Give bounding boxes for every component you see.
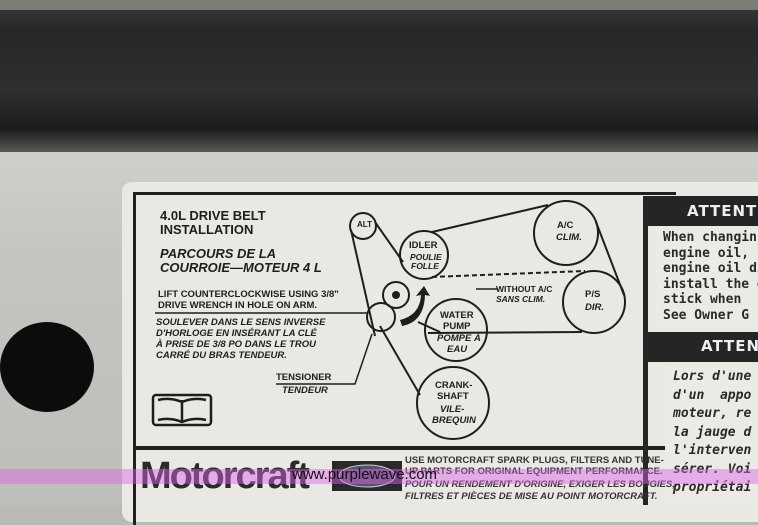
belt-diagram xyxy=(133,200,673,491)
open-book-icon xyxy=(151,393,213,427)
ps-label-fr: DIR. xyxy=(585,302,604,313)
ac-label-en: A/C xyxy=(557,220,574,231)
footer-divider xyxy=(133,446,673,450)
without-ac-fr: SANS CLIM. xyxy=(496,294,546,304)
tensioner-pulley xyxy=(366,302,396,332)
title-fr-2: COURROIE—MOTEUR 4 L xyxy=(160,260,322,275)
idler-label-fr-1: POULIE xyxy=(410,252,442,262)
belt-without-ac xyxy=(431,270,586,278)
attention-heading-en: ATTENT xyxy=(645,196,758,226)
footer-en-2: UP PARTS FOR ORIGINAL EQUIPMENT PERFORMA… xyxy=(405,466,663,477)
without-ac-en: WITHOUT A/C xyxy=(496,284,553,294)
ac-pulley xyxy=(533,200,599,266)
instr-en-2: DRIVE WRENCH IN HOLE ON ARM. xyxy=(158,300,318,311)
title-en-2: INSTALLATION xyxy=(160,222,254,237)
instr-fr-2: D'HORLOGE EN INSÉRANT LA CLÉ xyxy=(156,328,317,339)
panel-hole xyxy=(0,322,94,412)
ps-pulley xyxy=(562,270,626,334)
ps-label-en: P/S xyxy=(585,289,601,300)
alt-pulley xyxy=(349,212,377,240)
alt-label: ALT xyxy=(357,220,372,229)
wp-label-en-1: WATER xyxy=(440,310,474,321)
instr-fr-3: À PRISE DE 3/8 PO DANS LE TROU xyxy=(156,339,316,350)
title-en-1: 4.0L DRIVE BELT xyxy=(160,208,266,223)
water-pump-pulley xyxy=(424,298,488,362)
tensioner-arm xyxy=(382,281,410,309)
attention-body-en: When changin engine oil, r engine oil di… xyxy=(655,230,758,330)
rail-top-edge xyxy=(0,0,758,10)
instr-fr-4: CARRÉ DU BRAS TENDEUR. xyxy=(156,350,287,361)
instr-en-1: LIFT COUNTERCLOCKWISE USING 3/8" xyxy=(158,289,339,300)
tensioner-en: TENSIONER xyxy=(276,372,332,383)
watermark-band xyxy=(0,469,758,484)
title-fr-1: PARCOURS DE LA xyxy=(160,246,277,261)
crank-label-fr-1: VILE- xyxy=(440,404,465,415)
dark-metal-rail xyxy=(0,0,758,152)
pointer-line xyxy=(155,312,373,385)
footer-fr-1: POUR UN RENDEMENT D'ORIGINE, EXIGER LES … xyxy=(405,479,675,490)
wrench-hole xyxy=(392,291,400,299)
crank-label-en-1: CRANK- xyxy=(435,380,473,391)
attention-body-fr: Lors d'une d'un appo moteur, re la jauge… xyxy=(665,366,758,505)
wp-label-fr-1: POMPE À xyxy=(437,333,481,344)
footer-fr-2: FILTRES ET PIÈCES DE MISE AU POINT MOTOR… xyxy=(405,491,658,502)
footer-en-1: USE MOTORCRAFT SPARK PLUGS, FILTERS AND … xyxy=(405,455,664,466)
belt xyxy=(350,204,625,396)
label-frame xyxy=(133,192,676,525)
rotate-arrow-icon xyxy=(400,286,430,326)
wp-label-en-2: PUMP xyxy=(443,321,471,332)
idler-label-fr-2: FOLLE xyxy=(411,261,439,271)
crank-label-en-2: SHAFT xyxy=(437,391,469,402)
motorcraft-logo: Motorcraft xyxy=(140,455,310,497)
instr-fr-1: SOULEVER DANS LE SENS INVERSE xyxy=(156,317,326,328)
wp-label-fr-2: EAU xyxy=(447,344,468,355)
idler-pulley xyxy=(399,230,449,280)
crankshaft-pulley xyxy=(416,366,490,440)
idler-label-en: IDLER xyxy=(409,240,438,251)
attention-heading-fr: ATTEN xyxy=(645,332,758,362)
tensioner-fr: TENDEUR xyxy=(282,385,328,396)
ac-label-fr: CLIM. xyxy=(556,232,582,243)
watermark-text: www.purplewave.com xyxy=(292,466,438,483)
crank-label-fr-2: BREQUIN xyxy=(432,415,476,426)
attention-divider xyxy=(643,196,648,505)
